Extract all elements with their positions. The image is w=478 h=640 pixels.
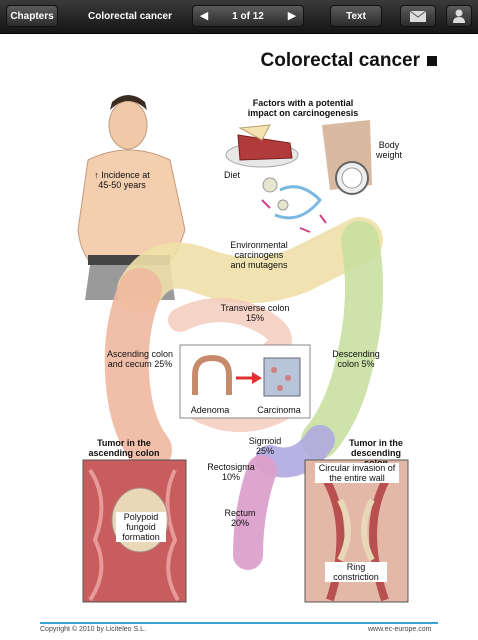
adenoma-label: Adenoma: [190, 405, 230, 415]
arrow-right-icon[interactable]: ▶: [287, 10, 297, 22]
molecules-icon: [261, 177, 327, 233]
diet-label: Diet: [223, 170, 240, 180]
tumor-ascending-box: [82, 459, 187, 603]
colon-illustration: [104, 217, 383, 570]
incidence-label: ↑ Incidence at 45-50 years: [94, 170, 150, 190]
toolbar-title: Colorectal cancer: [88, 11, 172, 22]
adenoma-carcinoma-box: [179, 344, 311, 419]
page-indicator: 1 of 12: [232, 11, 264, 22]
text-button[interactable]: Text: [330, 5, 382, 27]
polypoid-label: Polypoid fungoid formation: [116, 512, 166, 542]
tumor-ascending-heading: Tumor in the ascending colon: [88, 438, 160, 458]
copyright-text: Copyright © 2010 by Liciteleo S.L.: [40, 626, 146, 633]
transverse-colon-label: Transverse colon 15%: [220, 303, 290, 323]
scale-icon: [322, 120, 372, 195]
carcinoma-label: Carcinoma: [257, 405, 301, 415]
ascending-colon-label: Ascending colon and cecum 25%: [106, 349, 174, 369]
footer-divider: [40, 622, 438, 624]
sigmoid-label: Sigmoid 25%: [248, 436, 282, 456]
footer-url[interactable]: www.ec-europe.com: [368, 626, 432, 633]
descending-colon-label: Descending colon 5%: [332, 349, 380, 369]
chapters-button[interactable]: Chapters: [6, 5, 58, 27]
page-title: Colorectal cancer: [260, 50, 420, 71]
factors-heading: Factors with a potential impact on carci…: [247, 98, 359, 118]
user-icon: [453, 9, 465, 23]
rectum-label: Rectum 20%: [224, 508, 256, 528]
ring-constriction-label: Ring constriction: [325, 562, 387, 582]
rectosigma-label: Rectosigma 10%: [207, 462, 255, 482]
man-figure: [77, 95, 186, 300]
toolbar: Chapters Colorectal cancer ◀ 1 of 12 ▶ T…: [0, 0, 478, 34]
circular-invasion-label: Circular invasion of the entire wall: [315, 463, 399, 483]
arrow-left-icon[interactable]: ◀: [199, 10, 209, 22]
user-button[interactable]: [446, 5, 472, 27]
mail-button[interactable]: [400, 5, 436, 27]
page-navigator: ◀ 1 of 12 ▶: [192, 5, 304, 27]
environmental-label: Environmental carcinogens and mutagens: [230, 240, 288, 270]
body-weight-label: Body weight: [375, 140, 402, 160]
title-square-icon: [427, 56, 437, 66]
diet-icon: [225, 124, 299, 168]
mail-icon: [409, 10, 427, 22]
